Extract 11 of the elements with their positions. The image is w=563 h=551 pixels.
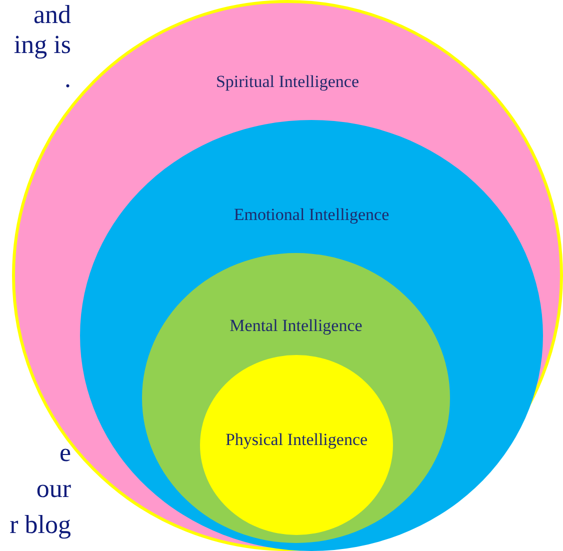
circle-label: Spiritual Intelligence	[216, 71, 360, 93]
intelligence-circle	[12, 0, 563, 551]
circle-label: Physical Intelligence	[225, 429, 368, 451]
cropped-text: and	[33, 0, 71, 30]
cropped-text: r blog	[10, 510, 71, 540]
cropped-text: e	[59, 438, 71, 468]
cropped-text: ing is	[14, 30, 71, 60]
cropped-text: .	[64, 64, 71, 94]
circle-label: Emotional Intelligence	[234, 204, 390, 226]
circle-label: Mental Intelligence	[230, 315, 362, 337]
cropped-text: our	[36, 474, 71, 504]
